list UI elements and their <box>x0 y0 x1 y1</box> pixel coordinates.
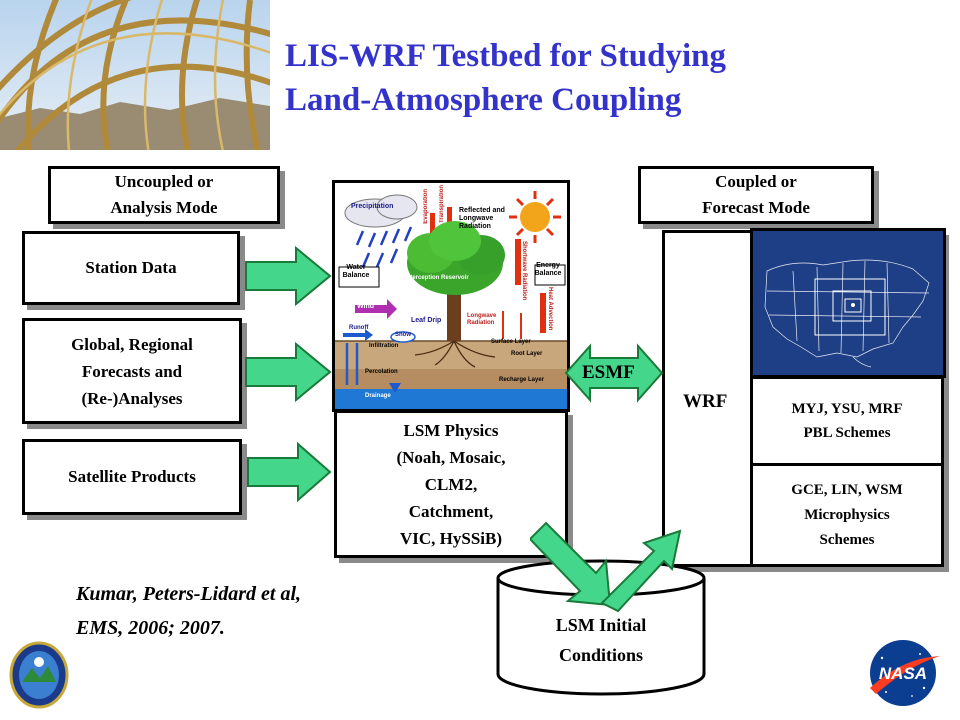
station-data-label: Station Data <box>85 258 177 277</box>
label-root-layer: Root Layer <box>511 351 543 357</box>
title-line-2: Land-Atmosphere Coupling <box>285 82 682 118</box>
lsm-process-diagram <box>332 180 570 412</box>
page-title: LIS-WRF Testbed for Studying Land-Atmosp… <box>285 34 905 122</box>
citation-line-2: EMS, 2006; 2007. <box>76 617 225 639</box>
label-infiltration: Infiltration <box>369 343 399 349</box>
initial-conditions-arrows <box>530 521 682 613</box>
nasa-logo: NASA <box>870 640 940 706</box>
arrow-station-to-lsm <box>245 245 332 307</box>
initial-conditions-label: LSM Initial Conditions <box>498 610 704 670</box>
pbl-line-2: PBL Schemes <box>803 425 891 441</box>
micro-line-2: Microphysics <box>804 506 890 523</box>
coupled-line-2: Forecast Mode <box>702 198 810 217</box>
agency-emblem <box>9 641 69 709</box>
lsm-physics-line-5: VIC, HySSiB) <box>399 528 502 548</box>
header-photo <box>0 0 270 150</box>
label-shortwave: Shortwave Radiation <box>521 241 527 301</box>
label-surface-layer: Surface Layer <box>491 339 531 345</box>
label-snow: Snow <box>395 332 411 338</box>
initial-conditions-line-2: Conditions <box>558 645 644 665</box>
forecasts-box: Global, Regional Forecasts and (Re-)Anal… <box>22 318 242 424</box>
arrow-satellite-to-lsm <box>247 441 332 503</box>
lsm-physics-line-1: LSM Physics <box>403 420 499 440</box>
microphysics-box: GCE, LIN, WSM Microphysics Schemes <box>750 463 944 567</box>
lsm-diagram-labels: Precipitation Evaporation Transpiration … <box>335 183 567 409</box>
uncoupled-mode-header: Uncoupled or Analysis Mode <box>48 166 280 224</box>
svg-text:NASA: NASA <box>879 664 927 683</box>
label-energy-balance: Energy Balance <box>534 262 562 277</box>
satellite-products-label: Satellite Products <box>68 467 196 486</box>
label-precipitation: Precipitation <box>351 203 394 210</box>
initial-conditions-line-1: LSM Initial <box>555 615 647 635</box>
label-heat-advection: Heat Advection <box>547 287 553 331</box>
citation-line-1: Kumar, Peters-Lidard et al, <box>76 583 301 605</box>
coupled-line-1: Coupled or <box>715 172 797 191</box>
coupled-mode-header: Coupled or Forecast Mode <box>638 166 874 224</box>
station-data-box: Station Data <box>22 231 240 305</box>
label-drainage: Drainage <box>365 393 391 399</box>
label-longwave: Longwave Radiation <box>467 313 497 326</box>
micro-line-1: GCE, LIN, WSM <box>791 481 903 498</box>
uncoupled-line-2: Analysis Mode <box>110 198 218 217</box>
label-water-balance: Water Balance <box>342 264 370 279</box>
forecasts-line-2: Forecasts and <box>81 361 183 381</box>
uncoupled-line-1: Uncoupled or <box>114 172 214 191</box>
lsm-physics-line-2: (Noah, Mosaic, <box>396 447 506 467</box>
lsm-physics-line-3: CLM2, <box>424 474 478 494</box>
pbl-line-1: MYJ, YSU, MRF <box>791 401 903 417</box>
forecasts-line-3: (Re-)Analyses <box>81 388 183 408</box>
wrf-label: WRF <box>683 391 728 412</box>
title-line-1: LIS-WRF Testbed for Studying <box>285 38 727 74</box>
label-leaf-drip: Leaf Drip <box>411 317 442 324</box>
label-evaporation: Evaporation <box>423 189 429 224</box>
forecasts-line-1: Global, Regional <box>71 334 193 354</box>
label-recharge-layer: Recharge Layer <box>499 377 545 383</box>
citation: Kumar, Peters-Lidard et al, EMS, 2006; 2… <box>76 577 301 645</box>
pbl-schemes-box: MYJ, YSU, MRF PBL Schemes <box>750 376 944 466</box>
label-interception: Interception Reservoir <box>405 275 469 281</box>
label-runoff: Runoff <box>349 325 369 331</box>
lsm-physics-box: LSM Physics (Noah, Mosaic, CLM2, Catchme… <box>334 410 568 558</box>
label-reflected-radiation: Reflected and Longwave Radiation <box>459 207 505 230</box>
label-transpiration: Transpiration <box>439 185 445 224</box>
micro-line-3: Schemes <box>819 531 875 548</box>
label-percolation: Percolation <box>365 369 398 375</box>
esmf-double-arrow <box>564 343 664 403</box>
satellite-products-box: Satellite Products <box>22 439 242 515</box>
wrf-domain-map <box>750 228 946 378</box>
lsm-physics-line-4: Catchment, <box>408 501 494 521</box>
esmf-label: ESMF <box>582 362 635 383</box>
label-wind: Wind <box>357 303 375 310</box>
arrow-forecasts-to-lsm <box>245 341 332 403</box>
